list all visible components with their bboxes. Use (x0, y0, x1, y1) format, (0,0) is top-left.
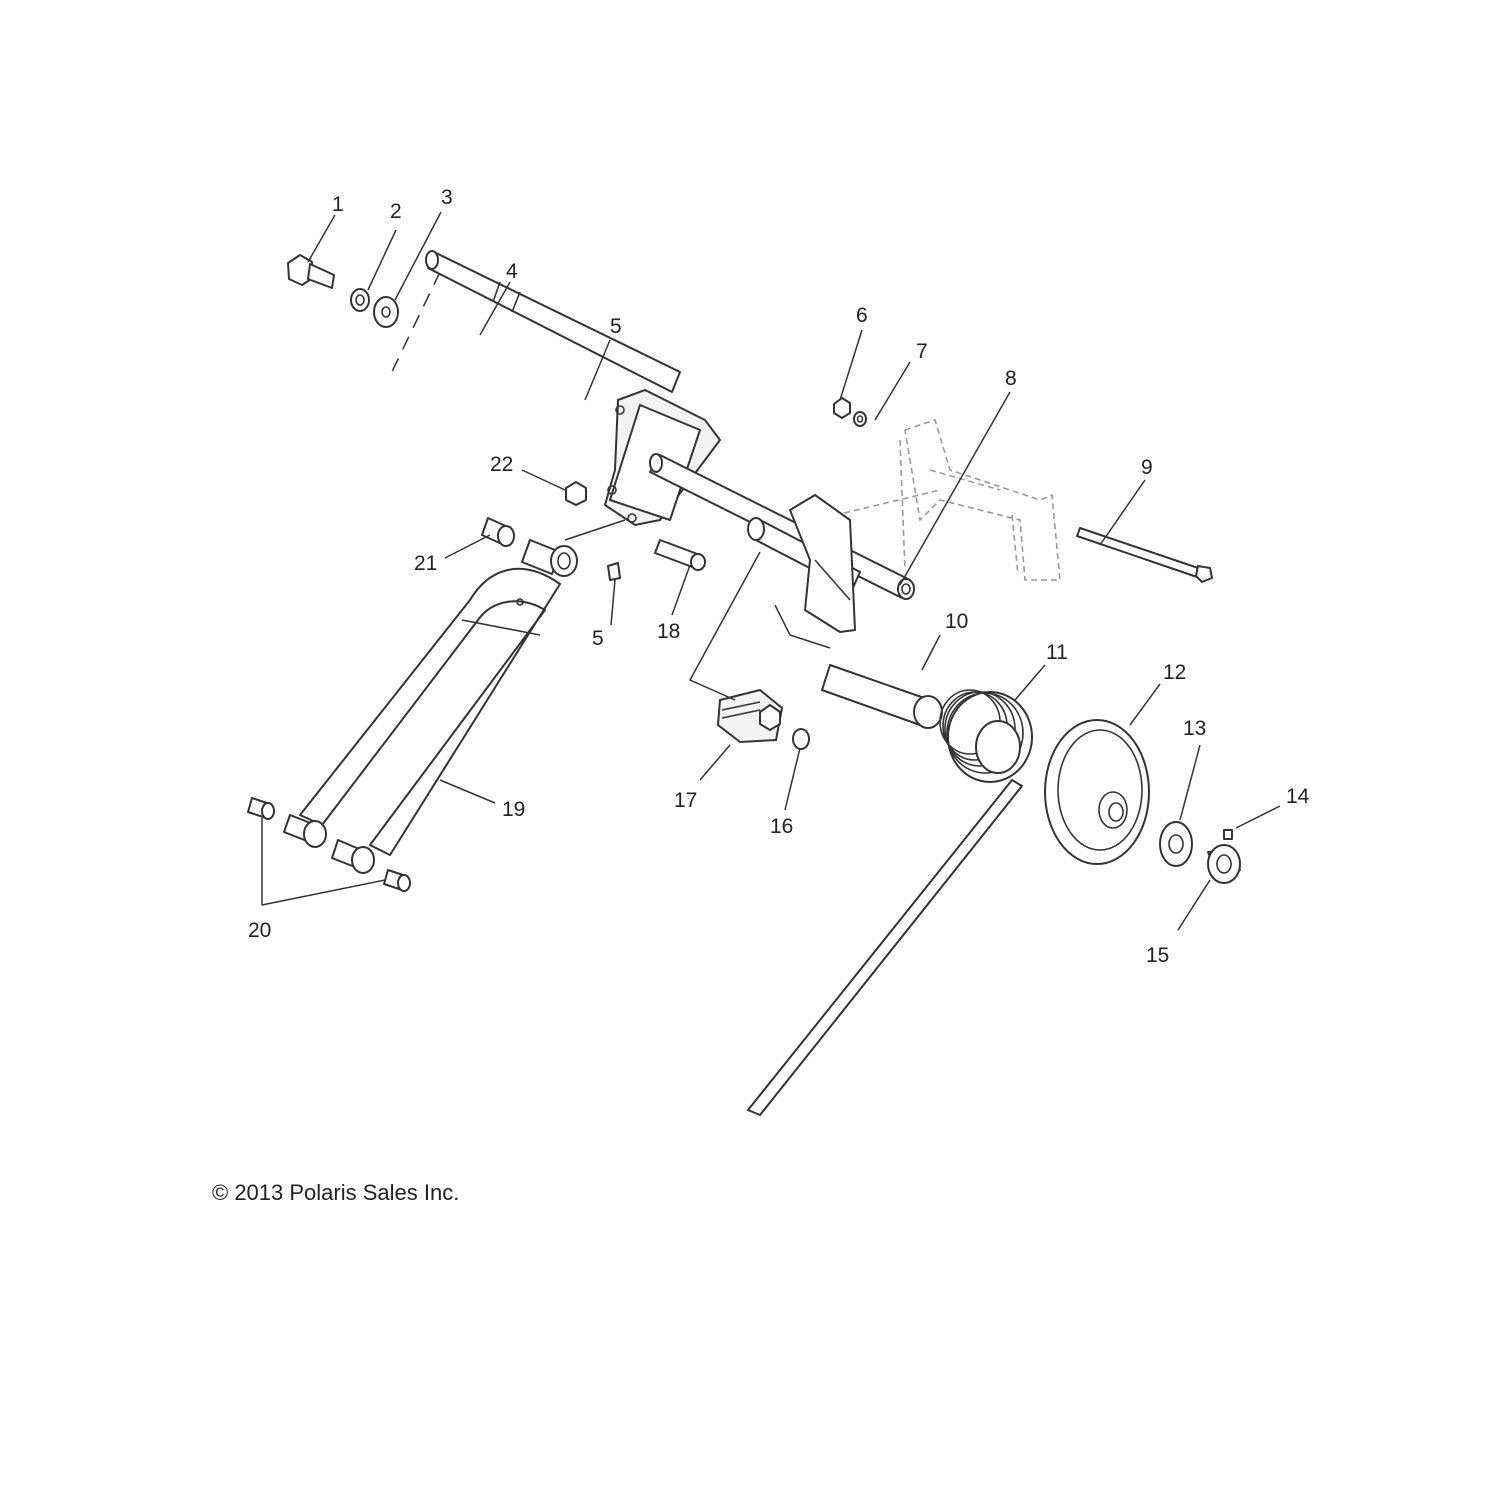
pivot-arm-casting (789, 494, 856, 633)
part-20-bushings (247, 797, 411, 892)
part-19-arm (299, 567, 561, 856)
centerline-dashed (387, 271, 441, 381)
callout-13: 13 (1183, 717, 1206, 740)
leader-lines (261, 211, 1281, 931)
part-16-ring (792, 728, 810, 750)
callout-labels: 1 2 3 4 5 6 7 8 9 10 11 12 13 14 15 16 1… (248, 186, 1310, 967)
callout-9: 9 (1141, 456, 1153, 479)
callout-12: 12 (1163, 661, 1186, 684)
part-5-grease-fitting (607, 562, 621, 581)
callout-16: 16 (770, 815, 793, 838)
part-17-adjuster (716, 688, 784, 744)
part-8-tube (649, 453, 915, 600)
part-7-washer (853, 411, 867, 427)
callout-8: 8 (1005, 367, 1017, 390)
callout-19: 19 (502, 798, 525, 821)
part-15-collar (1207, 844, 1241, 884)
callout-21: 21 (414, 552, 437, 575)
part-10-sleeve (821, 664, 943, 729)
callout-22: 22 (490, 453, 513, 476)
arm-bushing (521, 539, 578, 577)
part-2-washer (350, 288, 370, 312)
part-4-shaft (425, 250, 681, 393)
part-9-bolt (1076, 527, 1213, 583)
callout-5-bottom: 5 (592, 627, 604, 650)
callout-15: 15 (1146, 944, 1169, 967)
part-12-wheel (1044, 719, 1150, 865)
callout-17: 17 (674, 789, 697, 812)
callout-4: 4 (506, 260, 518, 283)
part-21-bushing (481, 517, 515, 547)
callout-3: 3 (441, 186, 453, 209)
part-22-nut (565, 481, 587, 506)
part-6-nut (833, 397, 851, 419)
callout-2: 2 (390, 200, 402, 223)
part-13-washer (1159, 821, 1193, 867)
callout-18: 18 (657, 620, 680, 643)
part-3-washer (373, 296, 399, 328)
callout-14: 14 (1286, 785, 1310, 808)
callout-1: 1 (332, 193, 344, 216)
callout-20: 20 (248, 919, 271, 942)
callout-11: 11 (1046, 641, 1068, 664)
part-14-setscrew (1223, 829, 1233, 840)
part-11-spring (747, 689, 1033, 1116)
callout-5-top: 5 (610, 315, 622, 338)
callout-7: 7 (916, 340, 928, 363)
callout-10: 10 (945, 610, 968, 633)
callout-6: 6 (856, 304, 868, 327)
part-18-pin (654, 539, 706, 571)
part-1-bolt (287, 254, 335, 289)
copyright-notice: © 2013 Polaris Sales Inc. (212, 1180, 460, 1205)
